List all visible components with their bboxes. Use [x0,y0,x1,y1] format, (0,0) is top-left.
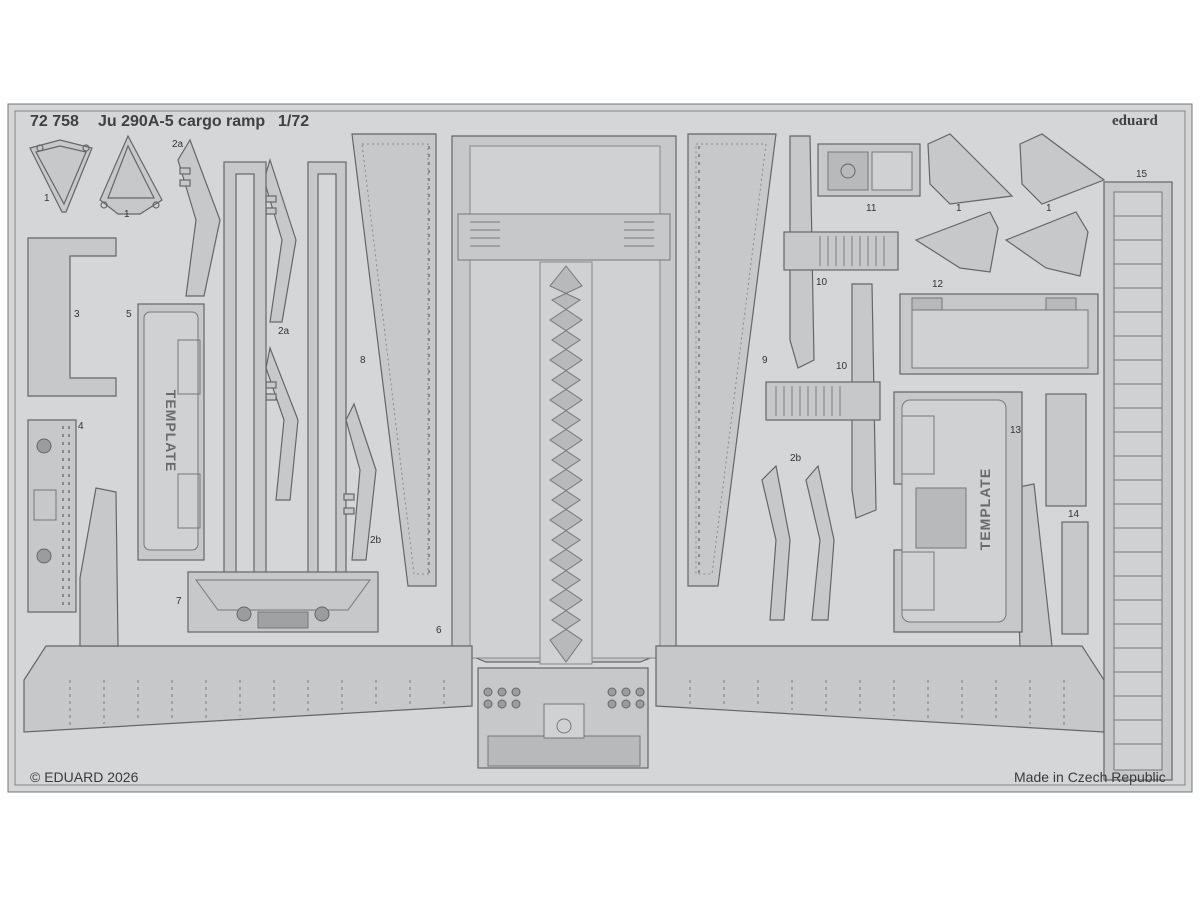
part-1-brackets-left [29,134,163,215]
part-2a-strips [177,138,299,501]
part-12-panel [899,293,1099,375]
part-number-8: 8 [360,355,366,366]
part-5-template-plate [137,303,205,561]
template-label-right: TEMPLATE [977,467,994,551]
side-strips [79,483,1053,647]
part-3-frame [27,237,117,397]
part-2b-strip-left [343,402,377,561]
part-number-2b-right: 2b [790,453,802,464]
origin-text: Made in Czech Republic [1014,769,1166,785]
kit-scale: 1/72 [278,113,310,130]
part-number-15: 15 [1136,169,1148,180]
part-2b-strips-right [761,464,835,621]
part-number-1d: 1 [1046,203,1052,214]
part-number-2b-left: 2b [370,535,382,546]
part-number-1a: 1 [44,193,50,204]
part-9-side-wall [687,133,777,587]
brand-logo: eduard [1112,113,1158,129]
part-1-brackets-right [914,133,1106,277]
part-number-1b: 1 [124,209,130,220]
part-15-ladder [1103,181,1173,781]
part-number-10b: 10 [836,361,848,372]
part-number-14: 14 [1068,509,1080,520]
part-8-side-wall [351,133,437,587]
copyright-text: © EDUARD 2026 [30,769,139,785]
part-number-13: 13 [1010,425,1022,436]
part-6-rails [223,161,347,583]
part-10-hinges [765,135,899,519]
kit-code: 72 758 [30,113,79,130]
template-label-left: TEMPLATE [163,389,180,473]
part-number-4: 4 [78,421,84,432]
bottom-wings [23,645,1105,769]
part-number-2a-top: 2a [172,139,184,150]
part-number-9: 9 [762,355,768,366]
part-number-1c: 1 [956,203,962,214]
kit-title: Ju 290A-5 cargo ramp [98,113,266,130]
part-14-clips [1045,393,1089,635]
part-number-11: 11 [866,203,877,214]
part-7-bulkhead [187,571,379,633]
part-number-5: 5 [126,309,132,320]
part-number-7: 7 [176,596,182,607]
part-number-12: 12 [932,279,944,290]
part-6-cargo-ramp [451,135,677,665]
part-13-template-plate [893,391,1023,633]
part-number-3: 3 [74,309,80,320]
part-11-block [817,143,921,197]
part-number-10a: 10 [816,277,828,288]
part-number-2a-mid: 2a [278,326,290,337]
part-4-panel [27,419,77,613]
part-number-6: 6 [436,625,442,636]
